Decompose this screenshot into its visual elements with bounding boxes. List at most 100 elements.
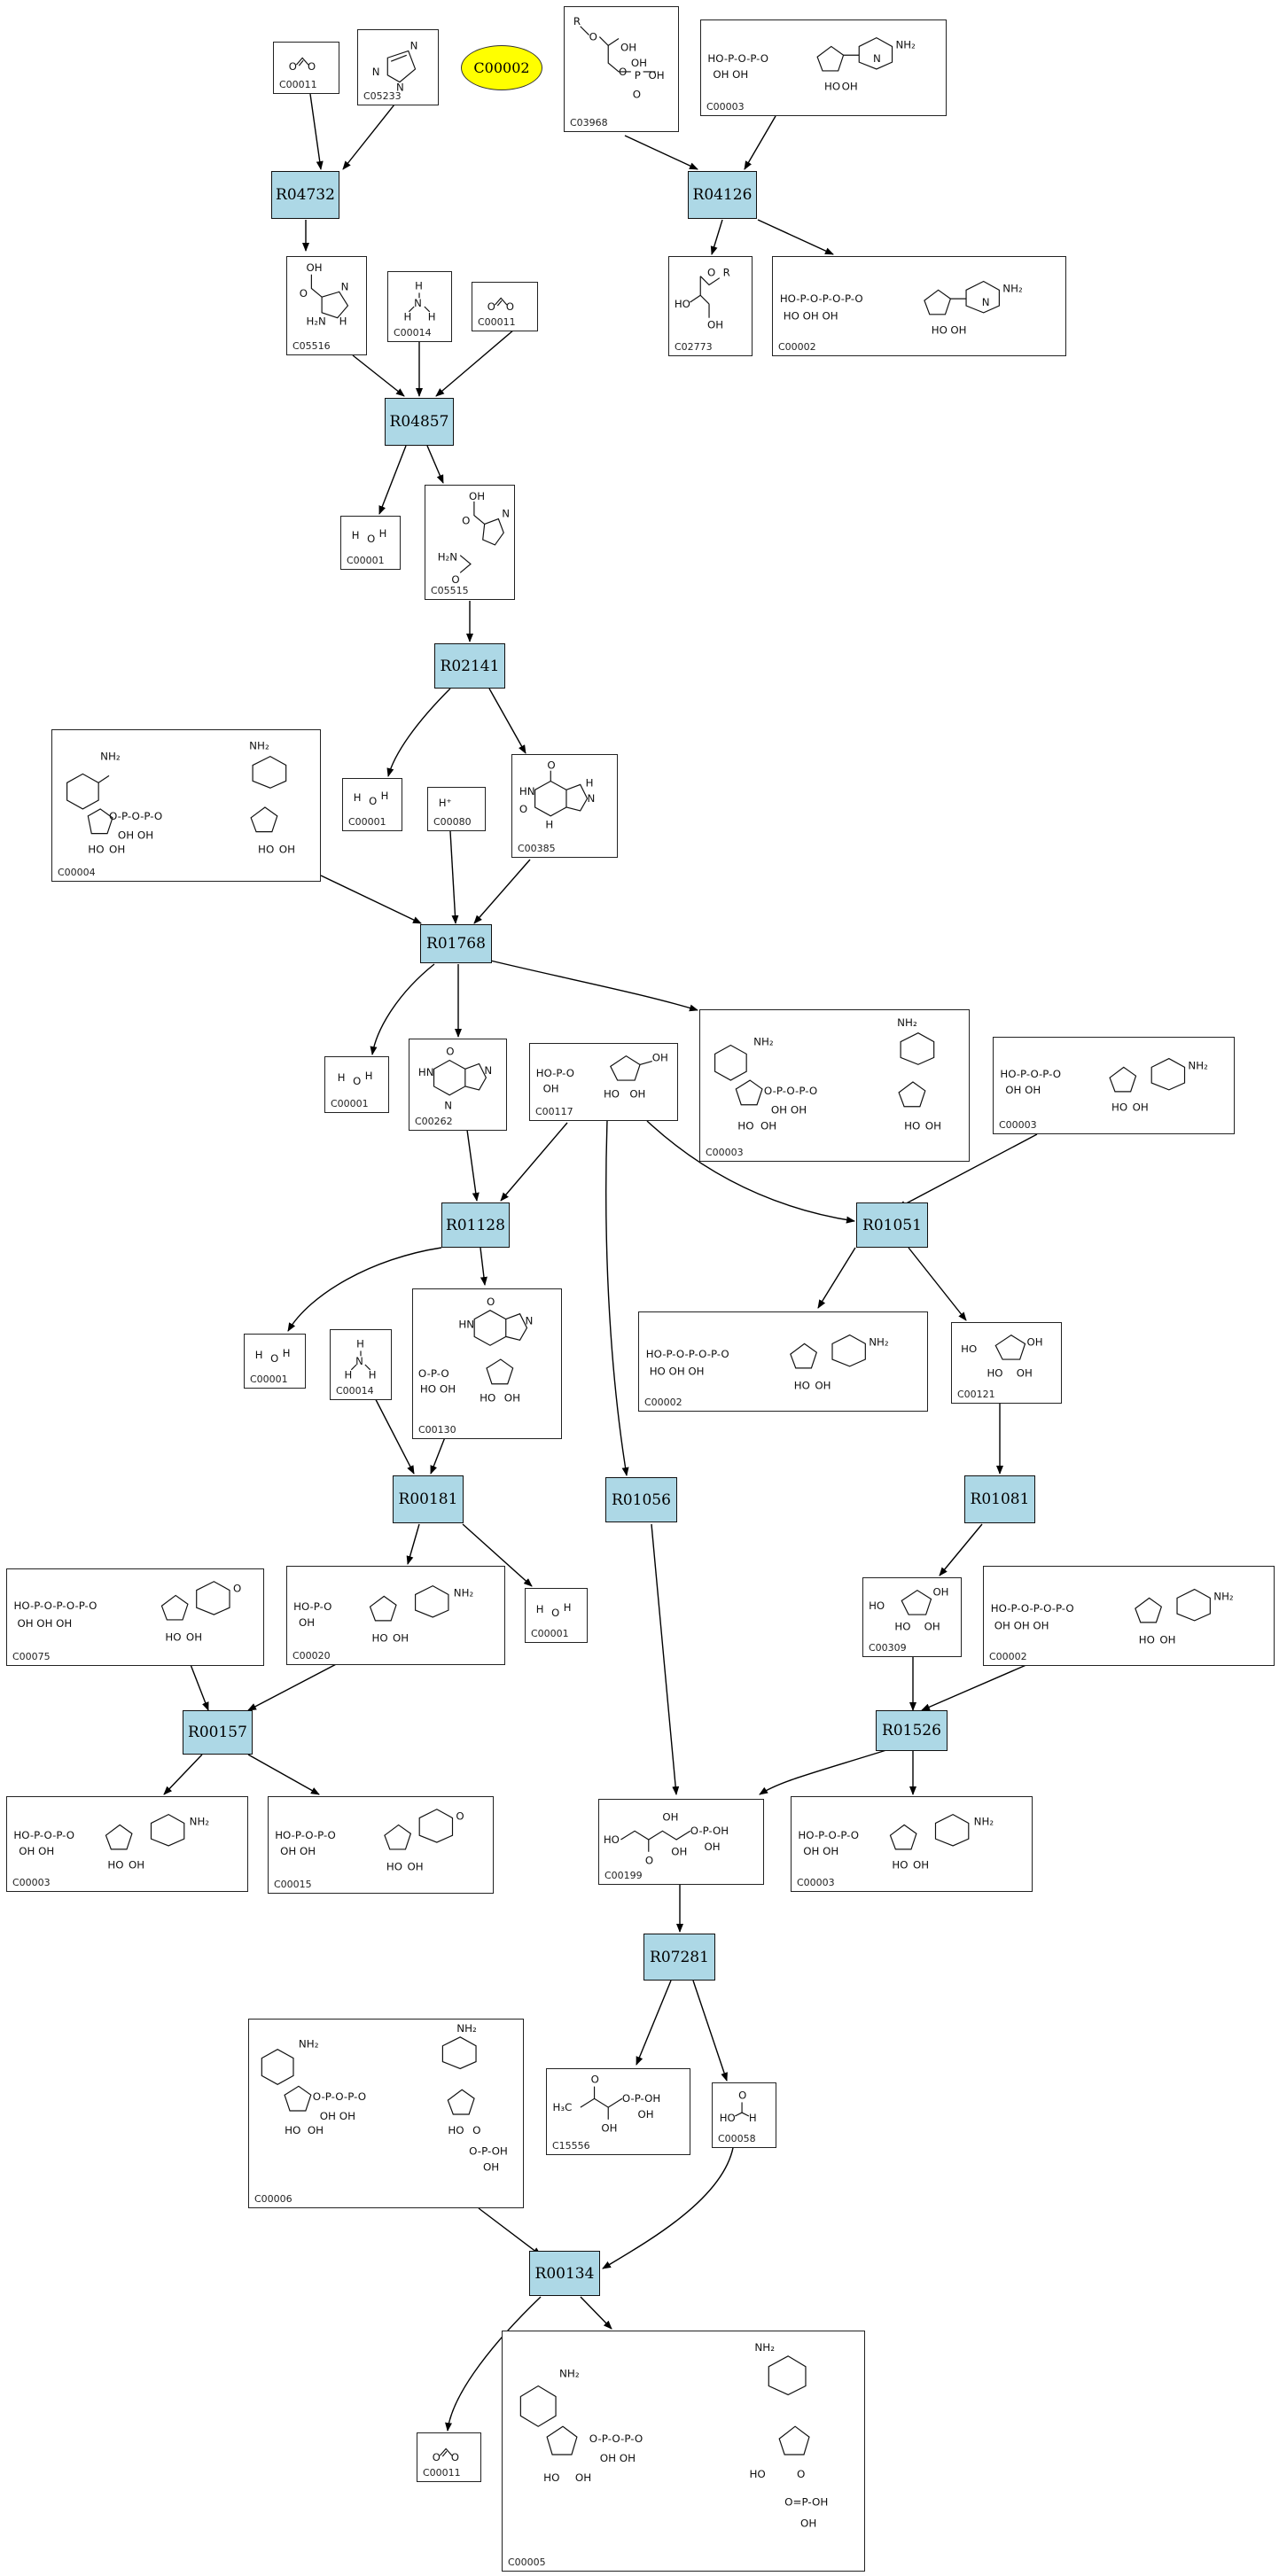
reaction-r01768[interactable]: R01768 [420, 924, 492, 963]
svg-text:HO: HO [604, 1088, 620, 1101]
svg-text:O: O [591, 2074, 599, 2086]
reaction-r01526[interactable]: R01526 [876, 1710, 948, 1751]
svg-text:HO OH: HO OH [420, 1383, 456, 1396]
svg-text:H: H [283, 1347, 291, 1359]
svg-text:N: N [982, 296, 990, 308]
svg-text:O: O [472, 2124, 480, 2136]
edge [435, 329, 515, 397]
center-compound[interactable]: C00002 [461, 45, 542, 90]
svg-text:HO: HO [1111, 1101, 1127, 1113]
svg-text:O: O [645, 1854, 653, 1866]
reaction-r00157[interactable]: R00157 [183, 1710, 253, 1755]
reaction-r01128[interactable]: R01128 [441, 1202, 510, 1248]
svg-text:HO-P-O-P-O-P-O: HO-P-O-P-O-P-O [780, 292, 863, 305]
svg-text:H: H [352, 529, 360, 541]
svg-text:OH: OH [601, 2122, 617, 2135]
edge [500, 1122, 568, 1202]
edge [466, 1129, 480, 1202]
reaction-r01056[interactable]: R01056 [605, 1477, 677, 1522]
reaction-r04857[interactable]: R04857 [385, 398, 454, 446]
svg-text:O: O [369, 795, 377, 807]
reaction-r07281[interactable]: R07281 [643, 1934, 715, 1981]
reaction-r00181[interactable]: R00181 [393, 1475, 464, 1523]
svg-text:HO: HO [961, 1342, 977, 1355]
svg-text:HO: HO [932, 323, 948, 336]
svg-text:OH: OH [662, 1811, 678, 1824]
edge [908, 1247, 967, 1321]
reaction-r04732[interactable]: R04732 [271, 171, 339, 219]
svg-text:HO OH OH: HO OH OH [784, 310, 838, 323]
svg-text:HO-P-O-P-O: HO-P-O-P-O [1000, 1068, 1061, 1080]
svg-text:HO-P-O-P-O-P-O: HO-P-O-P-O-P-O [991, 1602, 1074, 1615]
edge [710, 219, 723, 255]
svg-text:O: O [519, 803, 527, 815]
compound-c00080[interactable]: H⁺ C00080 [427, 787, 486, 831]
svg-text:OH: OH [671, 1846, 687, 1858]
reaction-r01051[interactable]: R01051 [856, 1202, 928, 1248]
svg-text:N: N [502, 508, 510, 520]
svg-text:H: H [586, 776, 594, 789]
edge [939, 1523, 983, 1576]
svg-text:OH: OH [932, 1586, 948, 1599]
svg-text:OH: OH [407, 1860, 423, 1872]
edge [287, 1247, 442, 1332]
reaction-r01081[interactable]: R01081 [964, 1475, 1035, 1523]
svg-text:H: H [545, 819, 553, 831]
reaction-r02141[interactable]: R02141 [434, 643, 505, 689]
reaction-r04126[interactable]: R04126 [688, 171, 757, 219]
svg-text:HO-P-O-P-O: HO-P-O-P-O [707, 52, 768, 65]
edge [445, 2296, 542, 2432]
svg-text:O: O [233, 1583, 241, 1595]
svg-text:OH: OH [620, 41, 636, 53]
svg-text:HO: HO [448, 2124, 464, 2136]
svg-text:N: N [396, 81, 404, 93]
svg-text:H: H [415, 280, 423, 292]
svg-text:H⁺: H⁺ [439, 797, 452, 809]
reaction-r00134[interactable]: R00134 [529, 2251, 600, 2296]
svg-text:O: O [300, 287, 308, 300]
